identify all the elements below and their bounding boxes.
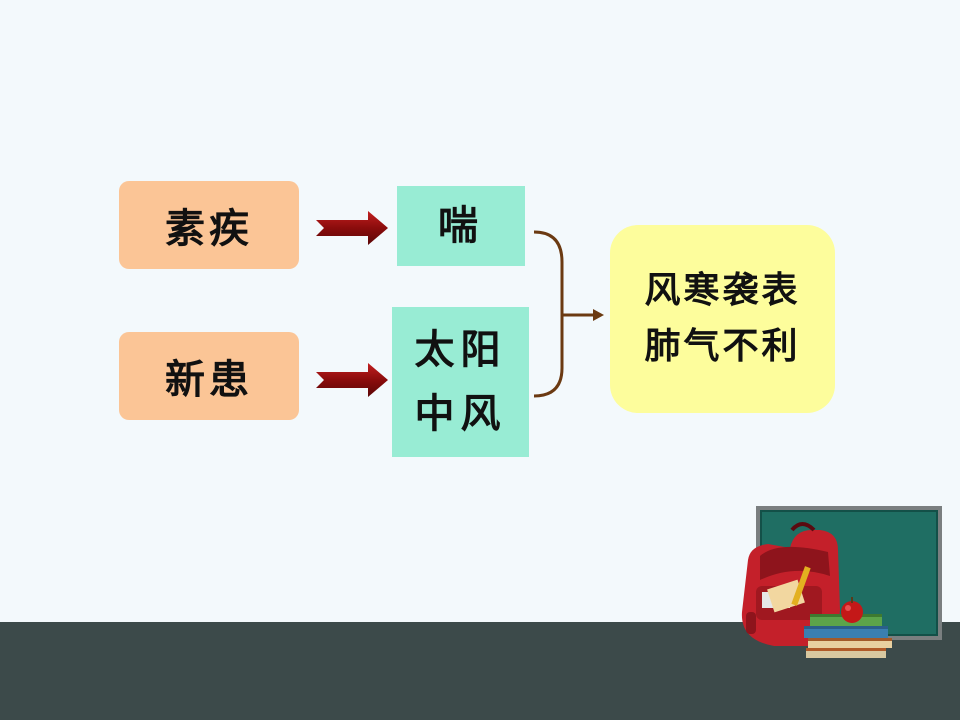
symptom-line-2: 中风: [414, 391, 507, 437]
bracket-arrow-head: [593, 309, 604, 321]
cause-label-chronic: 素疾: [165, 206, 253, 252]
symptom-label-wheeze: 喘: [438, 203, 484, 249]
symptom-box-wheeze: 喘: [397, 186, 525, 266]
symptom-line-1: 太阳: [414, 327, 507, 373]
cause-label-new: 新患: [165, 357, 253, 403]
result-line-2: 肺气不利: [644, 326, 801, 367]
result-box: 风寒袭表 肺气不利: [610, 225, 835, 413]
cause-box-chronic: 素疾: [119, 181, 299, 269]
school-supplies-clipart-icon: [741, 506, 942, 658]
cause-box-new: 新患: [119, 332, 299, 420]
symptom-box-taiyang: 太阳 中风: [392, 307, 529, 457]
block-arrow-2: [316, 363, 388, 397]
merge-bracket: [533, 230, 564, 398]
result-line-1: 风寒袭表: [644, 270, 801, 311]
block-arrow-1: [316, 211, 388, 245]
